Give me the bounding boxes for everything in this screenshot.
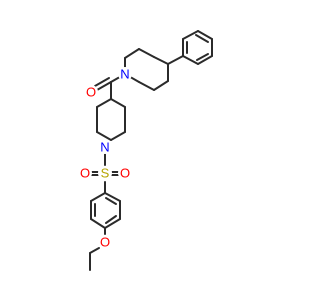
bond [197, 30, 213, 40]
structure-canvas: O N N S O O O [78, 30, 213, 271]
atom-label-o: O [80, 166, 90, 181]
atom-s-sulfonyl: S [98, 166, 112, 181]
bond [104, 192, 121, 202]
bond [182, 30, 199, 40]
bond [153, 56, 169, 65]
bond [167, 55, 184, 65]
bond-double-inner [196, 53, 209, 61]
bond [153, 80, 169, 91]
bond-double-inner [195, 34, 209, 43]
atom-label-o: O [100, 235, 110, 250]
bond [104, 218, 121, 229]
bond [110, 131, 126, 141]
bond [124, 48, 140, 59]
bond [138, 48, 155, 58]
atom-label-n: N [100, 140, 109, 155]
atom-label-s: S [101, 166, 110, 181]
bond-double-inner [105, 197, 117, 205]
bond [89, 247, 100, 254]
atom-o-sulfonyl-right: O [118, 166, 132, 181]
atom-o-carbonyl: O [84, 85, 98, 100]
bond [90, 192, 106, 202]
atom-n-piperazine: N [118, 67, 132, 82]
atom-label-o: O [120, 166, 130, 181]
bond [96, 131, 112, 141]
bond [96, 98, 112, 108]
bond-double-inner [94, 77, 110, 87]
atom-o-sulfonyl-left: O [78, 166, 92, 181]
molecule-diagram: O N N S O O O [78, 30, 213, 271]
atom-layer: O N N S O O O [78, 67, 132, 250]
atom-n-piperidine: N [98, 140, 112, 155]
bond [197, 55, 213, 65]
atom-label-o: O [86, 85, 96, 100]
bond [110, 98, 126, 108]
bond [90, 218, 106, 229]
bond [138, 81, 155, 91]
bond [96, 81, 112, 91]
atom-label-n: N [120, 67, 129, 82]
bond-double-inner [105, 215, 117, 224]
bond [182, 55, 199, 65]
atom-o-ether: O [98, 235, 112, 250]
